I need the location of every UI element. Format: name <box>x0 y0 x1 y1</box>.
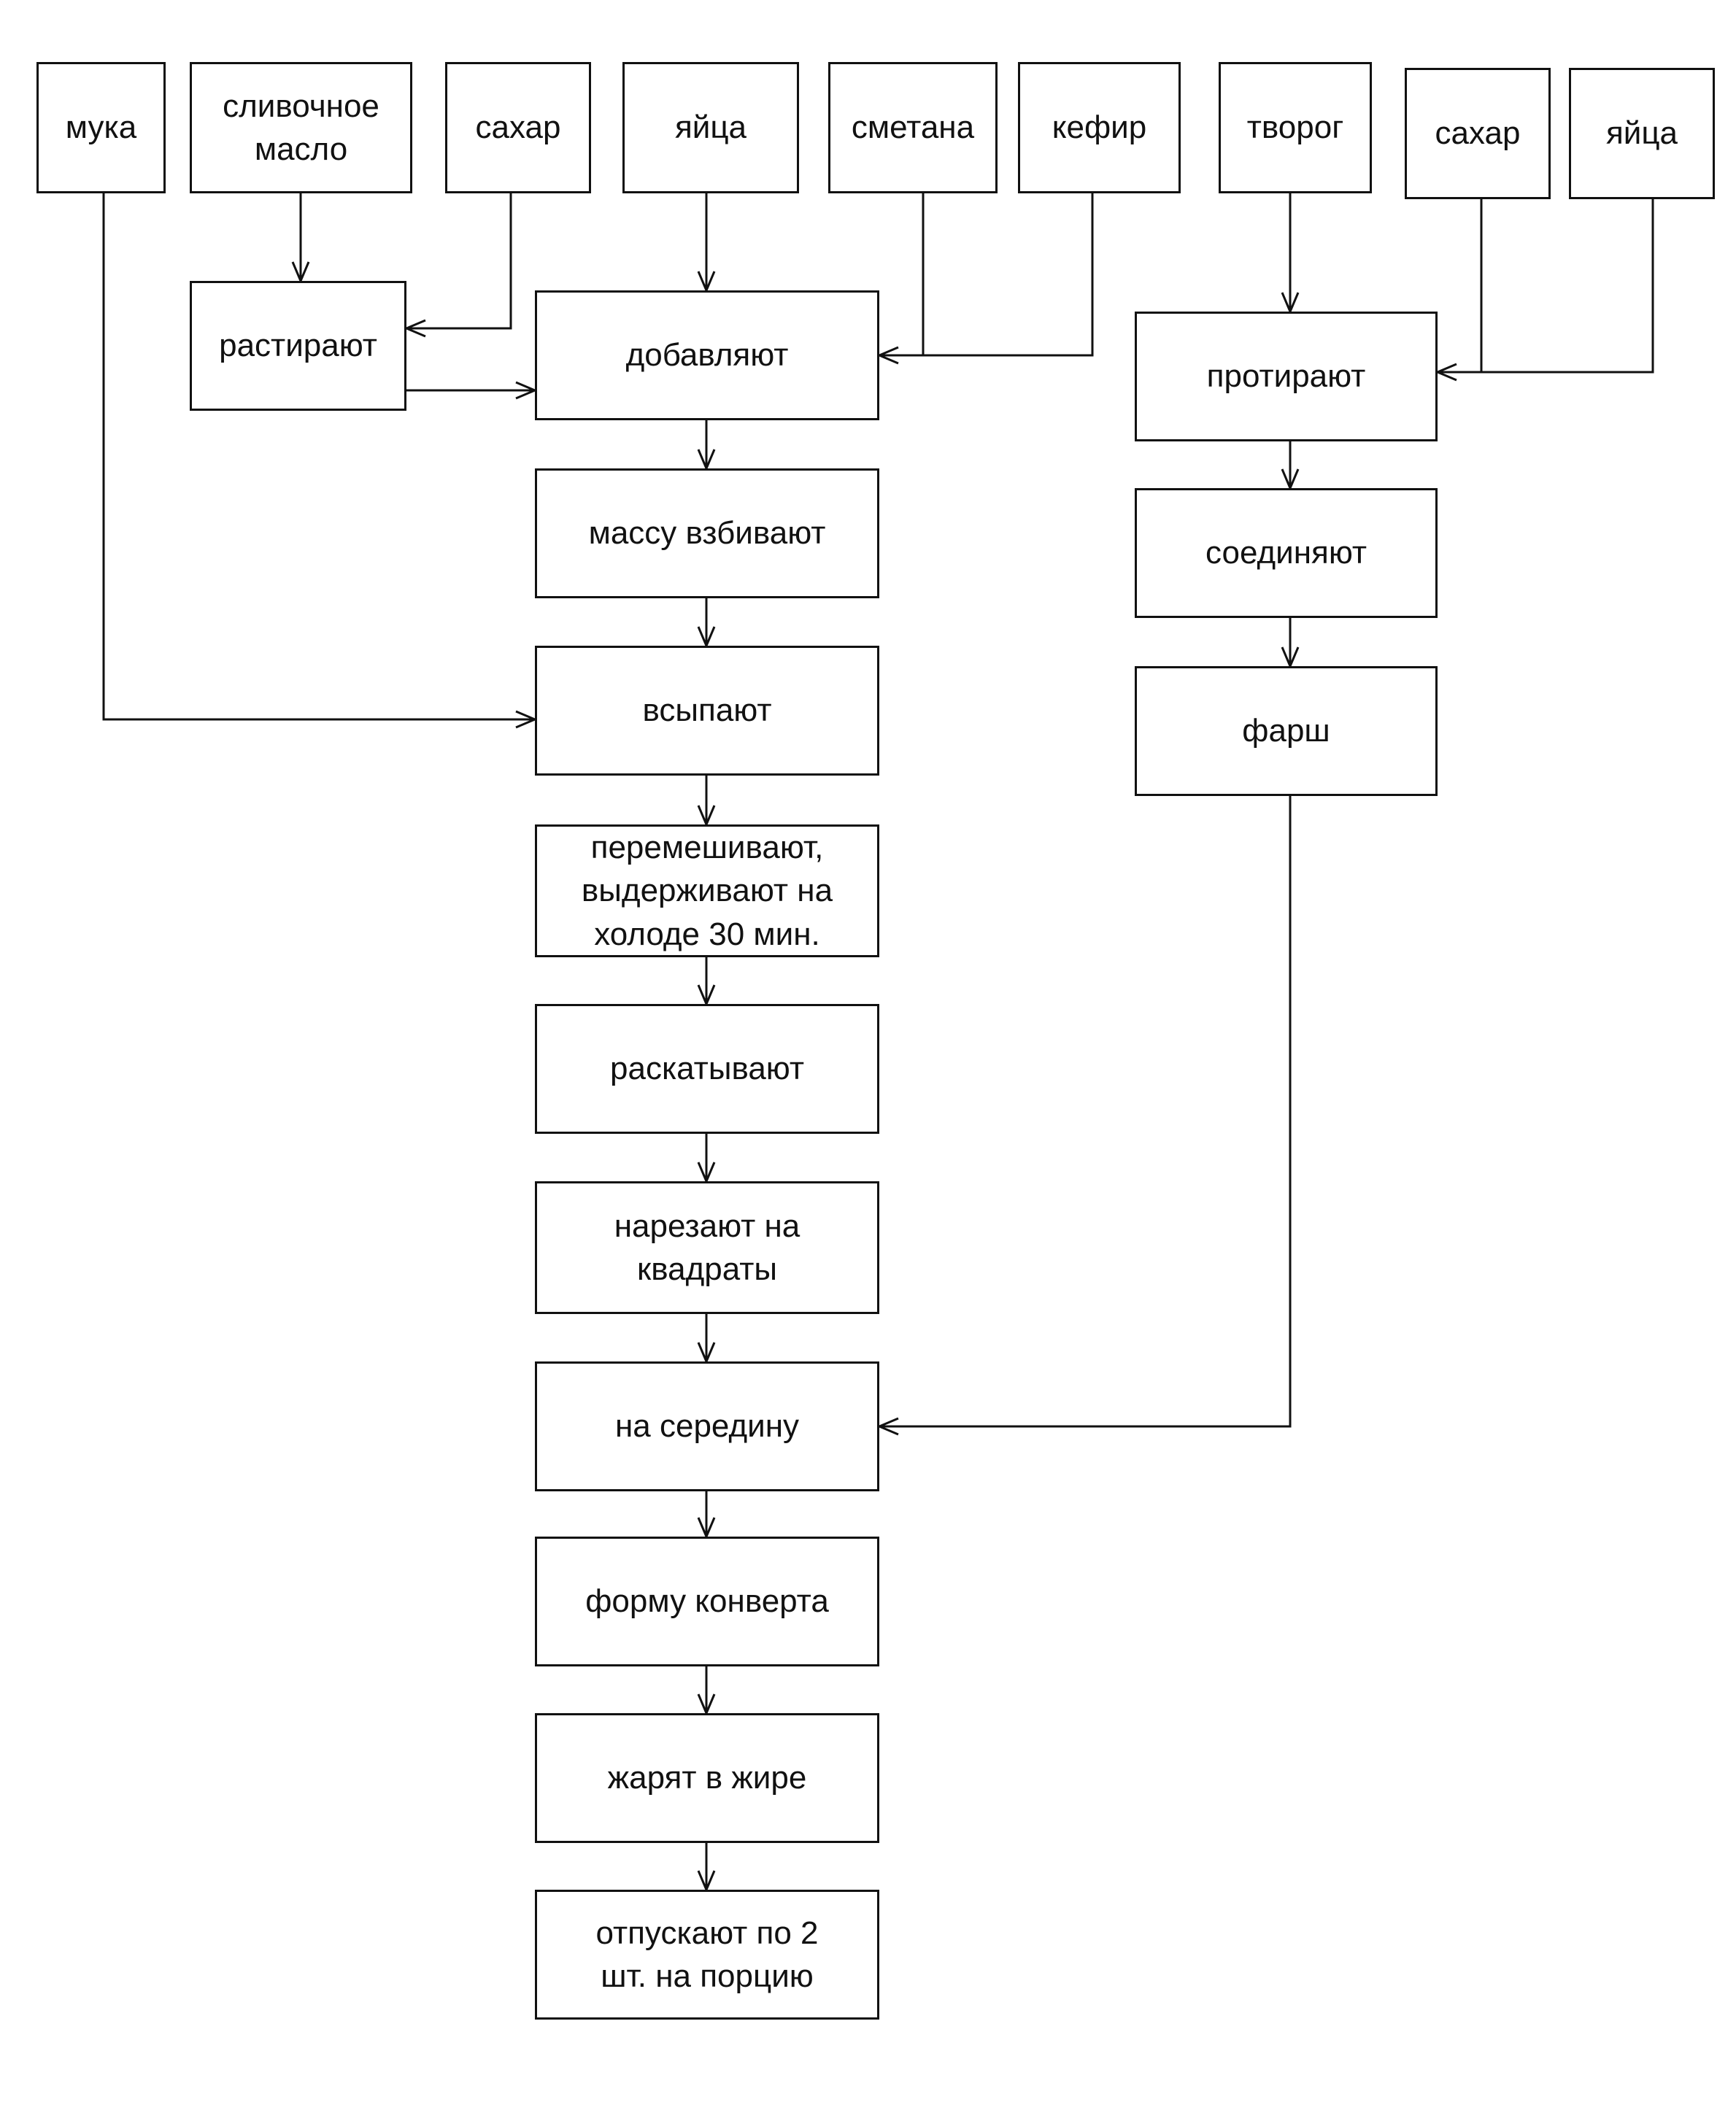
ingredient-kefir: кефир <box>1018 62 1181 193</box>
step-peremeshivayut: перемешивают, выдерживают на холоде 30 м… <box>535 824 879 957</box>
ingredient-eggs-1: яйца <box>622 62 799 193</box>
step-vsypayut: всыпают <box>535 646 879 776</box>
ingredient-sugar-1: сахар <box>445 62 591 193</box>
arrow-farsh-to-na-seredinu <box>879 796 1292 1426</box>
step-soedinyayut: соединяют <box>1135 488 1438 618</box>
arrow-muka-to-vsypayut <box>102 193 535 719</box>
ingredient-smetana: сметана <box>828 62 998 193</box>
ingredient-butter: сливочное масло <box>190 62 412 193</box>
step-dobavlyayut: добавляют <box>535 290 879 420</box>
step-farsh: фарш <box>1135 666 1438 796</box>
ingredient-eggs-2: яйца <box>1569 68 1715 199</box>
step-rastirayut: растирают <box>190 281 406 411</box>
step-konvert: форму конверта <box>535 1537 879 1666</box>
arrow-eggs2-to-protirayut <box>1438 199 1654 372</box>
step-narezayut: нарезают на квадраты <box>535 1181 879 1314</box>
ingredient-sugar-2: сахар <box>1405 68 1551 199</box>
step-vzbivayut: массу взбивают <box>535 468 879 598</box>
ingredient-muka: мука <box>36 62 166 193</box>
arrow-sugar-to-rastirayut <box>406 193 512 328</box>
ingredient-tvorog: творог <box>1219 62 1372 193</box>
arrow-kefir-to-dobavlyayut <box>879 193 1094 355</box>
step-otpuskayut: отпускают по 2 шт. на порцию <box>535 1890 879 2020</box>
